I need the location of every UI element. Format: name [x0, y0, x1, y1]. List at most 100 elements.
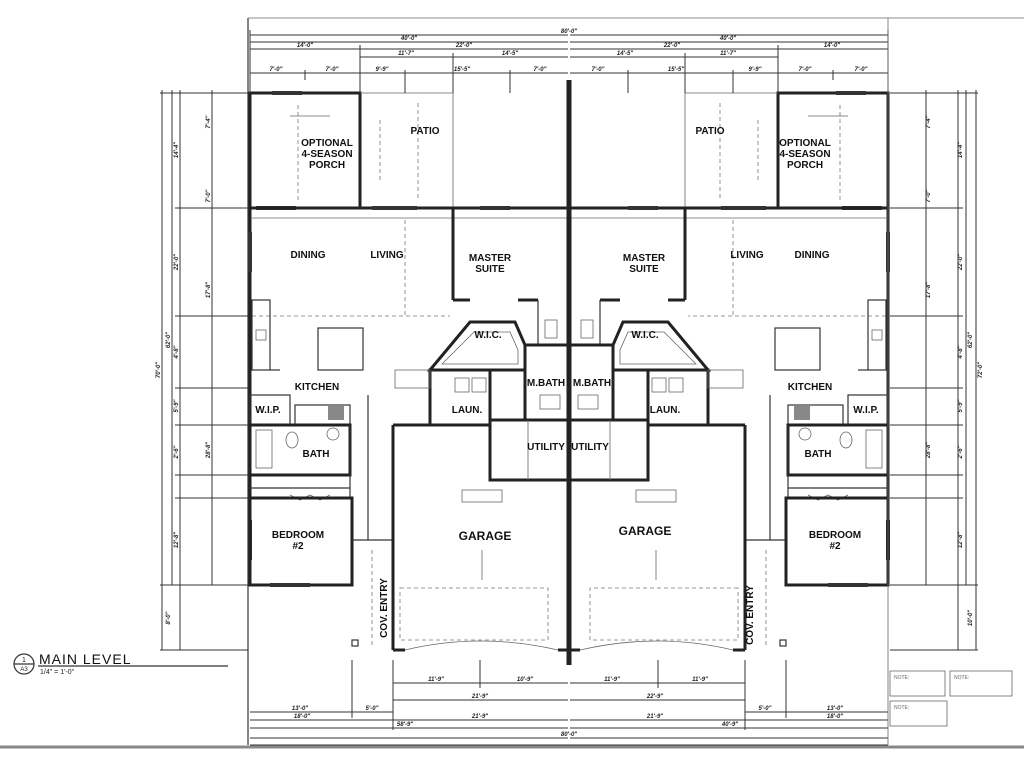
drawing-title: 1 A3 MAIN LEVEL 1/4" = 1'-0" [13, 651, 228, 676]
room-label-porch: 4-SEASON [779, 149, 830, 160]
room-labels-right: OPTIONAL 4-SEASON PORCH PATIO DINING LIV… [571, 126, 879, 645]
room-label-dining: DINING [291, 250, 326, 261]
unit-right-walls [568, 28, 980, 740]
dim-text: 14'-0" [824, 43, 840, 49]
top-dimensions: 80'-0" 40'-0" 40'-0" 14'-0" 22'-0" 22'-0… [270, 29, 868, 73]
room-label-wip: W.I.P. [255, 405, 281, 416]
dim-text: 15'-5" [668, 67, 684, 73]
note-text: NOTE: [954, 675, 969, 681]
dim-text: 40'-0" [719, 36, 736, 42]
dim-text: 58'-9" [397, 722, 413, 728]
dim-text: 7'-0" [534, 67, 547, 73]
room-label-porch: OPTIONAL [301, 138, 353, 149]
dim-text: 7'-0" [206, 189, 212, 202]
dim-text: 9'-9" [749, 67, 762, 73]
dim-text: 22'-0" [663, 43, 680, 49]
dim-text: 80'-0" [561, 732, 577, 738]
room-label-cov-entry: COV. ENTRY [745, 585, 756, 645]
dim-text: 2'-6" [958, 445, 964, 459]
dim-text: 11'-7" [398, 51, 414, 57]
dim-text: 5'-0" [366, 706, 379, 712]
dim-text: 11'-9" [428, 677, 444, 683]
room-label-living: LIVING [370, 250, 404, 261]
dim-text: 80'-0" [561, 29, 577, 35]
tag-number: 1 [22, 657, 26, 664]
dim-text: 13'-0" [827, 706, 843, 712]
dim-text: 9'-9" [376, 67, 389, 73]
dim-text: 7'-4" [206, 115, 212, 128]
dim-text: 15'-5" [454, 67, 470, 73]
room-label-bath: BATH [302, 449, 329, 460]
unit-left-walls [158, 28, 570, 740]
dim-text: 7'-0" [270, 67, 283, 73]
dim-text: 40'-9" [721, 722, 738, 728]
dim-text: 17'-8" [206, 282, 212, 298]
dim-text: 4'-8" [958, 345, 964, 359]
dim-text: 7'-0" [855, 67, 868, 73]
room-label-mbath: M.BATH [527, 378, 565, 389]
dim-text: 14'-4" [958, 142, 964, 158]
dim-text: 8'-0" [166, 611, 172, 624]
room-label-living: LIVING [730, 250, 764, 261]
room-label-kitchen: KITCHEN [295, 382, 339, 393]
dim-text: 72'-0" [978, 362, 984, 378]
room-label-porch: OPTIONAL [779, 138, 831, 149]
dim-text: 5'-9" [174, 399, 180, 412]
dim-text: 2'-6" [174, 445, 180, 459]
dim-text: 21'-9" [646, 714, 663, 720]
dim-text: 13'-0" [292, 706, 308, 712]
dim-text: 18'-0" [294, 714, 310, 720]
room-label-wic: W.I.C. [631, 330, 658, 341]
dim-text: 10'-0" [968, 610, 974, 626]
room-label-utility: UTILITY [571, 442, 609, 453]
dim-text: 7'-0" [926, 189, 932, 202]
dim-text: 70'-0" [156, 362, 162, 378]
left-dimensions: 70'-0" 62'-0" 8'-0" 14'-4" 22'-0" 4'-8" … [156, 115, 212, 624]
room-label-kitchen: KITCHEN [788, 382, 832, 393]
room-label-bedroom: BEDROOM [809, 530, 861, 541]
dim-text: 11'-9" [692, 677, 708, 683]
dim-text: 7'-4" [926, 115, 932, 128]
tag-sheet: A3 [20, 667, 28, 673]
room-label-master-suite: MASTER [623, 253, 666, 264]
dim-text: 12'-8" [958, 532, 964, 548]
room-label-cov-entry: COV. ENTRY [379, 578, 390, 638]
dim-text: 28'-8" [206, 442, 212, 459]
right-dimensions: 72'-0" 62'-0" 10'-0" 14'-4" 22'-0" 4'-8"… [926, 115, 984, 626]
dim-text: 21'-9" [471, 694, 488, 700]
room-label-patio: PATIO [410, 126, 439, 137]
dim-text: 22'-0" [958, 254, 964, 271]
dim-text: 14'-4" [174, 142, 180, 158]
dim-text: 14'-0" [297, 43, 313, 49]
room-label-utility: UTILITY [527, 442, 565, 453]
dim-text: 14'-5" [617, 51, 633, 57]
dim-text: 22'-9" [646, 694, 663, 700]
room-label-porch: PORCH [787, 160, 823, 171]
sheet-border [0, 17, 1024, 749]
dim-text: 40'-0" [400, 36, 417, 42]
note-text: NOTE: [894, 675, 909, 681]
dim-text: 21'-9" [471, 714, 488, 720]
room-label-garage: GARAGE [619, 524, 672, 538]
room-label-patio: PATIO [695, 126, 724, 137]
note-text: NOTE: [894, 705, 909, 711]
dim-text: 22'-0" [455, 43, 472, 49]
room-label-wic: W.I.C. [474, 330, 501, 341]
room-label-laundry: LAUN. [650, 405, 681, 416]
dim-text: 62'-0" [968, 332, 974, 348]
dim-text: 7'-0" [326, 67, 339, 73]
dim-text: 11'-9" [604, 677, 620, 683]
room-label-master-suite: SUITE [629, 264, 659, 275]
dim-text: 18'-0" [827, 714, 843, 720]
dim-text: 22'-0" [174, 254, 180, 271]
dim-text: 11'-7" [720, 51, 736, 57]
room-label-porch: PORCH [309, 160, 345, 171]
bottom-dimensions: 11'-9" 10'-9" 11'-9" 11'-9" 21'-9" 22'-9… [292, 677, 843, 738]
room-label-bath: BATH [804, 449, 831, 460]
dim-text: 7'-0" [592, 67, 605, 73]
dim-text: 10'-9" [517, 677, 533, 683]
room-label-wip: W.I.P. [853, 405, 879, 416]
room-label-master-suite: SUITE [475, 264, 505, 275]
